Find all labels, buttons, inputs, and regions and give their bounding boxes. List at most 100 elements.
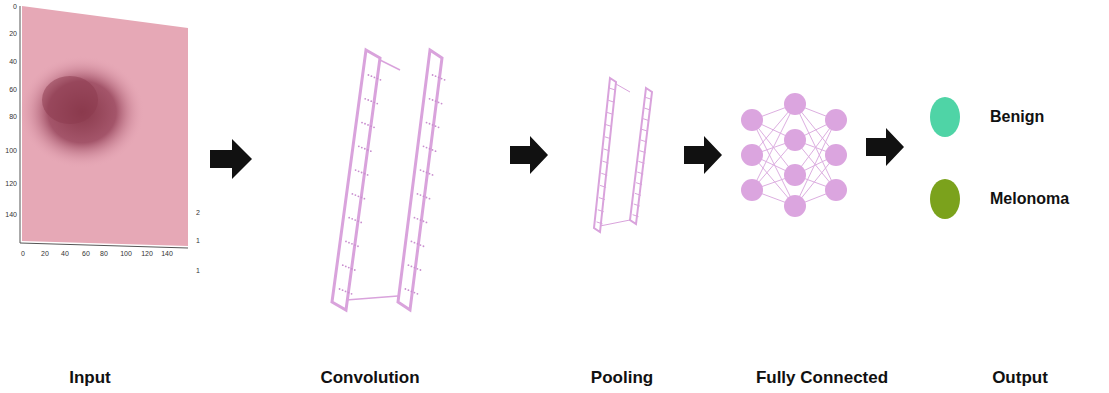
layer-dot <box>429 173 431 175</box>
layer-dot <box>417 243 419 245</box>
layer-dot <box>361 147 363 149</box>
layer-dot <box>374 77 376 79</box>
layer-dot <box>441 78 443 80</box>
layer-dot <box>364 98 366 100</box>
convolution-layers <box>332 50 442 310</box>
layer-dot <box>405 288 407 290</box>
layer-dot <box>420 244 422 246</box>
tick-label: 40 <box>9 58 17 65</box>
pool-line <box>605 137 611 139</box>
layer-dot <box>420 169 422 171</box>
pooling-layers <box>594 78 652 232</box>
pool-line <box>645 97 651 99</box>
tick-label: 80 <box>100 250 108 257</box>
layer-dot <box>435 100 437 102</box>
pool-line <box>635 193 641 195</box>
layer-dot <box>408 289 410 291</box>
layer-dot <box>345 266 347 268</box>
layer-dot <box>411 266 413 268</box>
tick-label: 0 <box>13 3 17 10</box>
neuron <box>784 195 806 217</box>
layer-dot <box>435 75 437 77</box>
layer-dot <box>417 268 419 270</box>
layer-dot <box>355 169 357 171</box>
layer-dot <box>417 218 419 220</box>
layer-dot <box>417 293 419 295</box>
layer-dot <box>432 149 434 151</box>
layer-dot <box>373 126 375 128</box>
neuron <box>784 93 806 115</box>
layer-dot <box>426 147 428 149</box>
pool-line <box>597 222 603 224</box>
layer-dot <box>380 79 382 81</box>
layer-dot <box>358 170 360 172</box>
layer-dot <box>367 174 369 176</box>
tick-label: 40 <box>61 250 69 257</box>
pool-line <box>601 173 607 175</box>
layer-dot <box>376 103 378 105</box>
layer-dot <box>351 243 353 245</box>
tick-label: 2 <box>196 209 200 216</box>
layer-dot <box>426 172 428 174</box>
layer-dot <box>363 198 365 200</box>
layer-dot <box>354 244 356 246</box>
layer-dot <box>364 173 366 175</box>
layer-dot <box>370 100 372 102</box>
pool-line <box>638 161 644 163</box>
neuron <box>825 144 847 166</box>
layer-dot <box>367 99 369 101</box>
legend-text: Melonoma <box>990 190 1069 208</box>
stage-label: Output <box>992 368 1048 388</box>
layer-dot <box>368 74 370 76</box>
pool-line <box>633 215 639 217</box>
layer-dot <box>354 194 356 196</box>
layer-dot <box>377 78 379 80</box>
layer-dot <box>361 122 363 124</box>
layer-dot <box>438 101 440 103</box>
tick-label: 100 <box>5 147 17 154</box>
neuron <box>741 109 763 131</box>
layer-dot <box>345 290 347 292</box>
layer-dot <box>357 195 359 197</box>
layer-dot <box>420 194 422 196</box>
layer-dot <box>414 217 416 219</box>
stage-label: Pooling <box>591 368 653 388</box>
layer-dot <box>429 148 431 150</box>
layer-dot <box>426 222 428 224</box>
layer-dot <box>414 267 416 269</box>
neuron <box>741 144 763 166</box>
pool-line <box>643 119 649 121</box>
stage-label: Convolution <box>320 368 419 388</box>
layer-dot <box>345 241 347 243</box>
fully-connected-network <box>741 93 847 217</box>
pool-line <box>640 151 646 153</box>
pool-line <box>636 183 642 185</box>
layer-dot <box>429 98 431 100</box>
layer-dot <box>423 245 425 247</box>
layer-dot <box>342 289 344 291</box>
layer-dot <box>364 148 366 150</box>
layer-dot <box>438 77 440 79</box>
neuron <box>741 179 763 201</box>
tick-label: 1 <box>196 267 200 274</box>
layer-dot <box>357 220 359 222</box>
layer-dot <box>351 218 353 220</box>
pool-line <box>641 140 647 142</box>
layer-dot <box>373 101 375 103</box>
layer-dot <box>441 103 443 105</box>
layer-dot <box>426 122 428 124</box>
neuron <box>784 129 806 151</box>
layer-dot <box>423 145 425 147</box>
layer-dot <box>414 292 416 294</box>
layer-dot <box>348 217 350 219</box>
stage-label: Fully Connected <box>756 368 888 388</box>
layer-dot <box>348 267 350 269</box>
pool-line <box>634 204 640 206</box>
pool-line <box>599 198 605 200</box>
legend-text: Benign <box>990 108 1044 126</box>
convolution-dots <box>339 74 446 295</box>
tick-label: 100 <box>120 250 132 257</box>
layer-dot <box>364 123 366 125</box>
neuron <box>825 179 847 201</box>
tick-label: 140 <box>5 211 17 218</box>
